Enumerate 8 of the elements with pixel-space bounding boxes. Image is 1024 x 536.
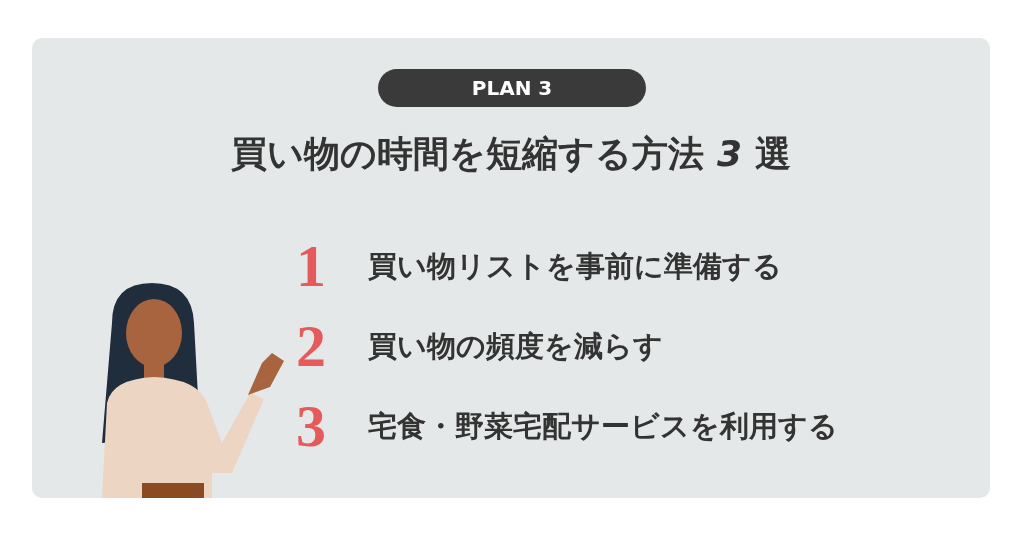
step-text: 買い物リストを事前に準備する [368,248,782,285]
step-text: 買い物の頻度を減らす [368,328,663,365]
step-number: 1 [296,236,326,296]
heading: 買い物の時間を短縮する方法 3 選 [230,132,792,176]
step-number: 2 [296,316,326,376]
step-number: 3 [296,396,326,456]
plan-badge: PLAN 3 [378,69,646,107]
step-text: 宅食・野菜宅配サービスを利用する [368,408,838,445]
